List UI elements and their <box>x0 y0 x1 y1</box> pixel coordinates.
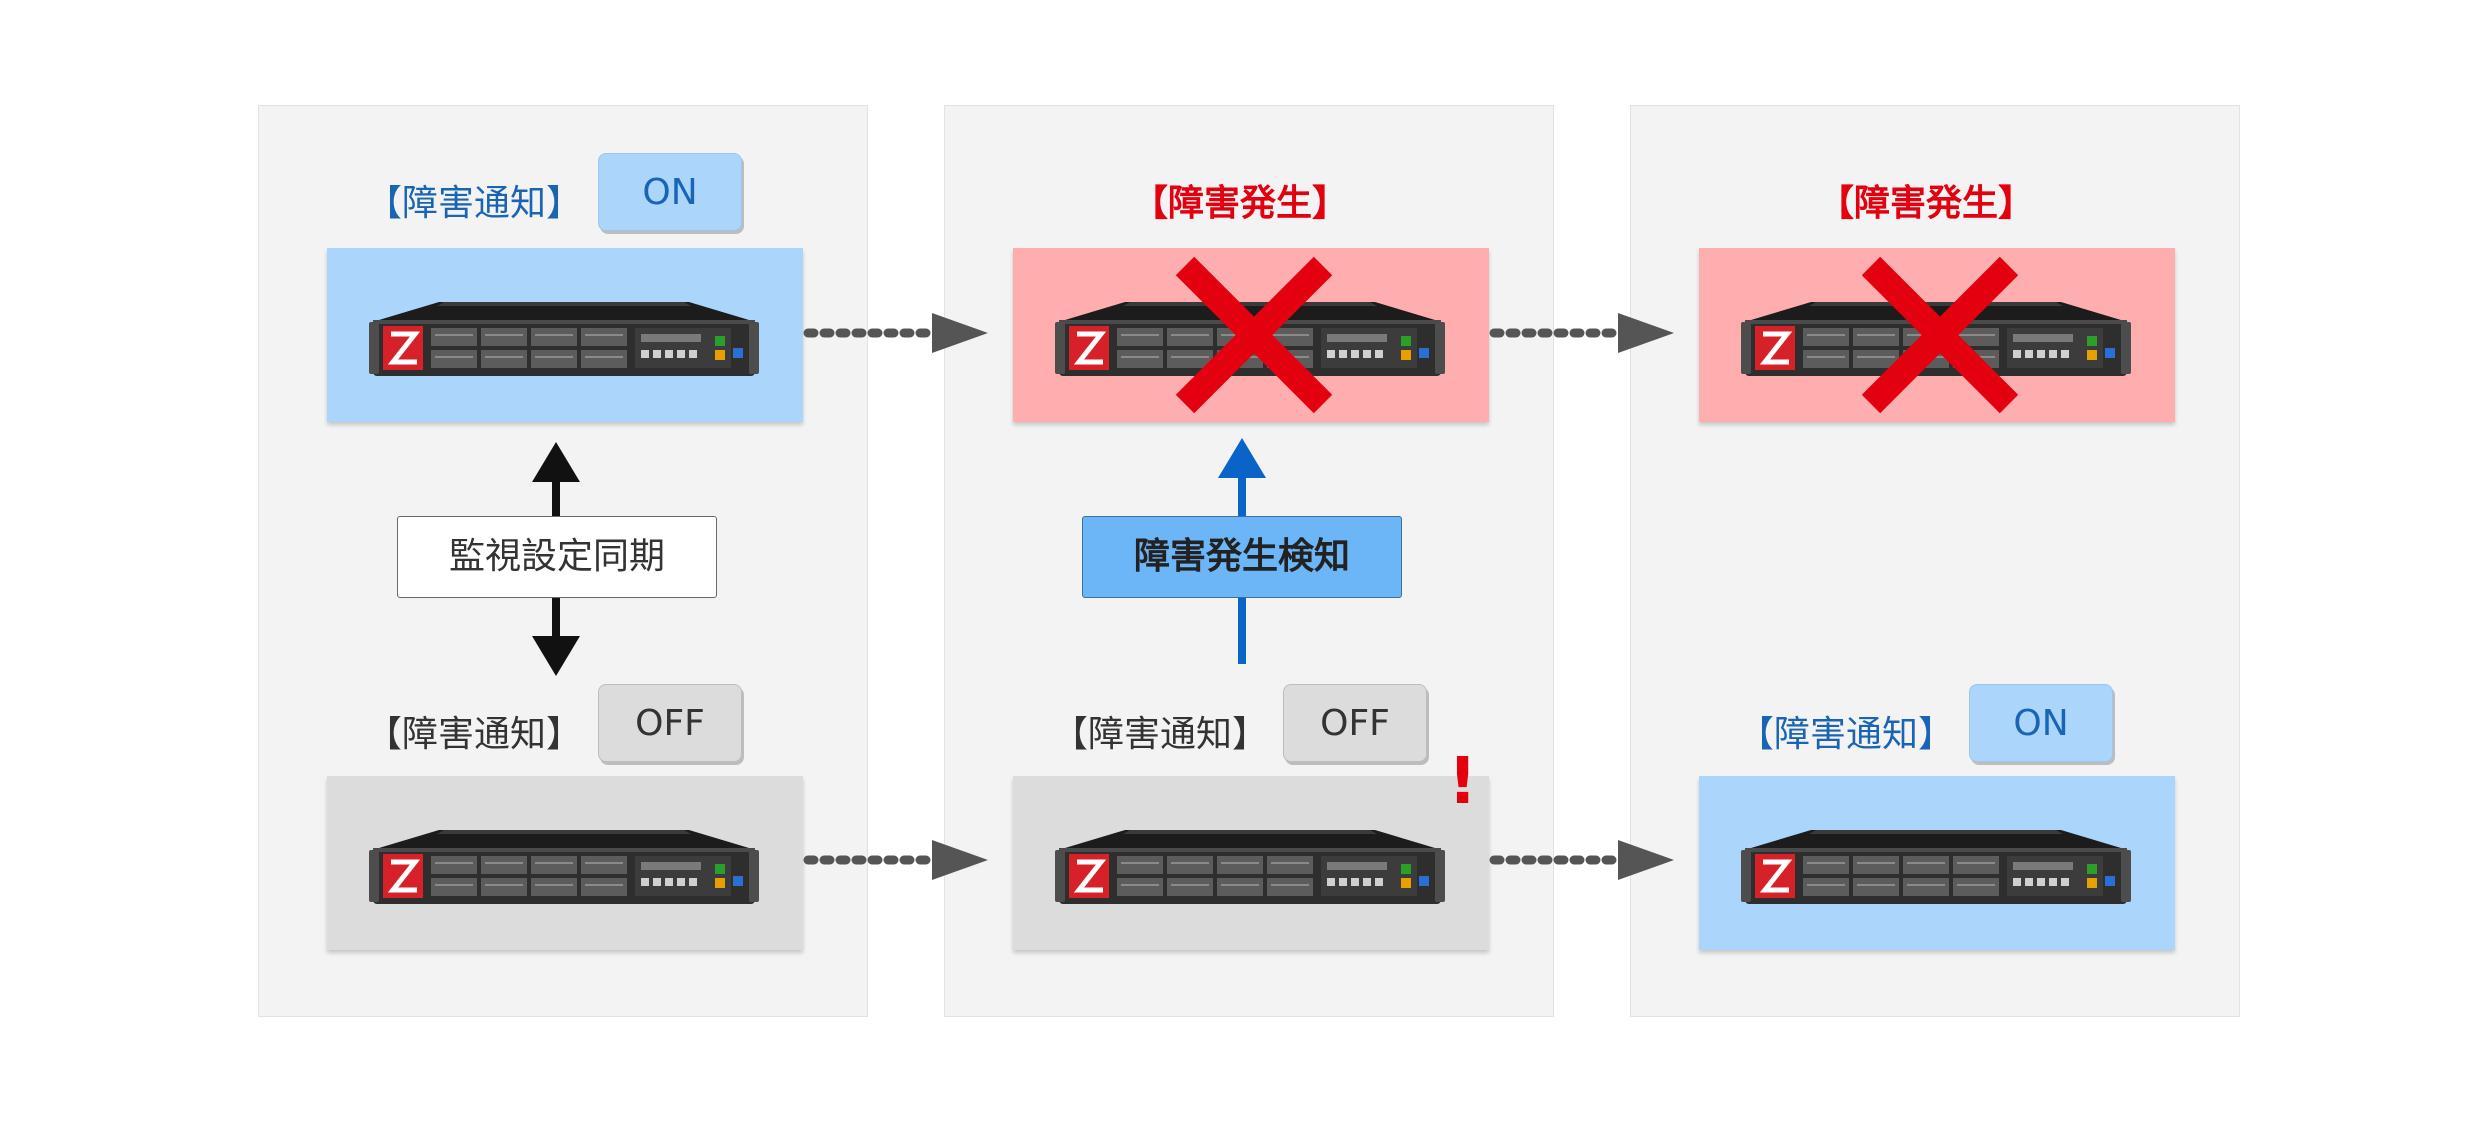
p1-primary-server <box>327 248 803 422</box>
failure-x-icon <box>1857 252 2023 418</box>
p3-failed-primary-server <box>1699 248 2175 422</box>
rack-server-icon <box>369 290 759 384</box>
p2-standby-server <box>1013 776 1489 950</box>
p3-failure-label: 【障害発生】 <box>1818 183 2035 224</box>
p3-bottom-on-badge: ON <box>1969 684 2113 762</box>
p2-bottom-notification-label: 【障害通知】 <box>1052 714 1269 755</box>
p3-new-primary-server <box>1699 776 2175 950</box>
p1-top-on-badge: ON <box>598 153 742 231</box>
p1-top-notification-label: 【障害通知】 <box>366 183 583 224</box>
p1-standby-server <box>327 776 803 950</box>
rack-server-icon <box>1055 818 1445 912</box>
sync-settings-box: 監視設定同期 <box>397 516 717 598</box>
p1-bottom-off-badge: OFF <box>598 684 742 762</box>
rack-server-icon <box>1741 818 2131 912</box>
rack-server-icon <box>369 818 759 912</box>
p1-bottom-notification-label: 【障害通知】 <box>366 714 583 755</box>
failure-x-icon <box>1171 252 1337 418</box>
p2-failed-primary-server <box>1013 248 1489 422</box>
p2-failure-label: 【障害発生】 <box>1132 183 1349 224</box>
alert-exclamation-icon: ! <box>1448 745 1478 819</box>
failure-detection-box: 障害発生検知 <box>1082 516 1402 598</box>
p3-bottom-notification-label: 【障害通知】 <box>1738 714 1955 755</box>
p2-bottom-off-badge: OFF <box>1283 684 1427 762</box>
